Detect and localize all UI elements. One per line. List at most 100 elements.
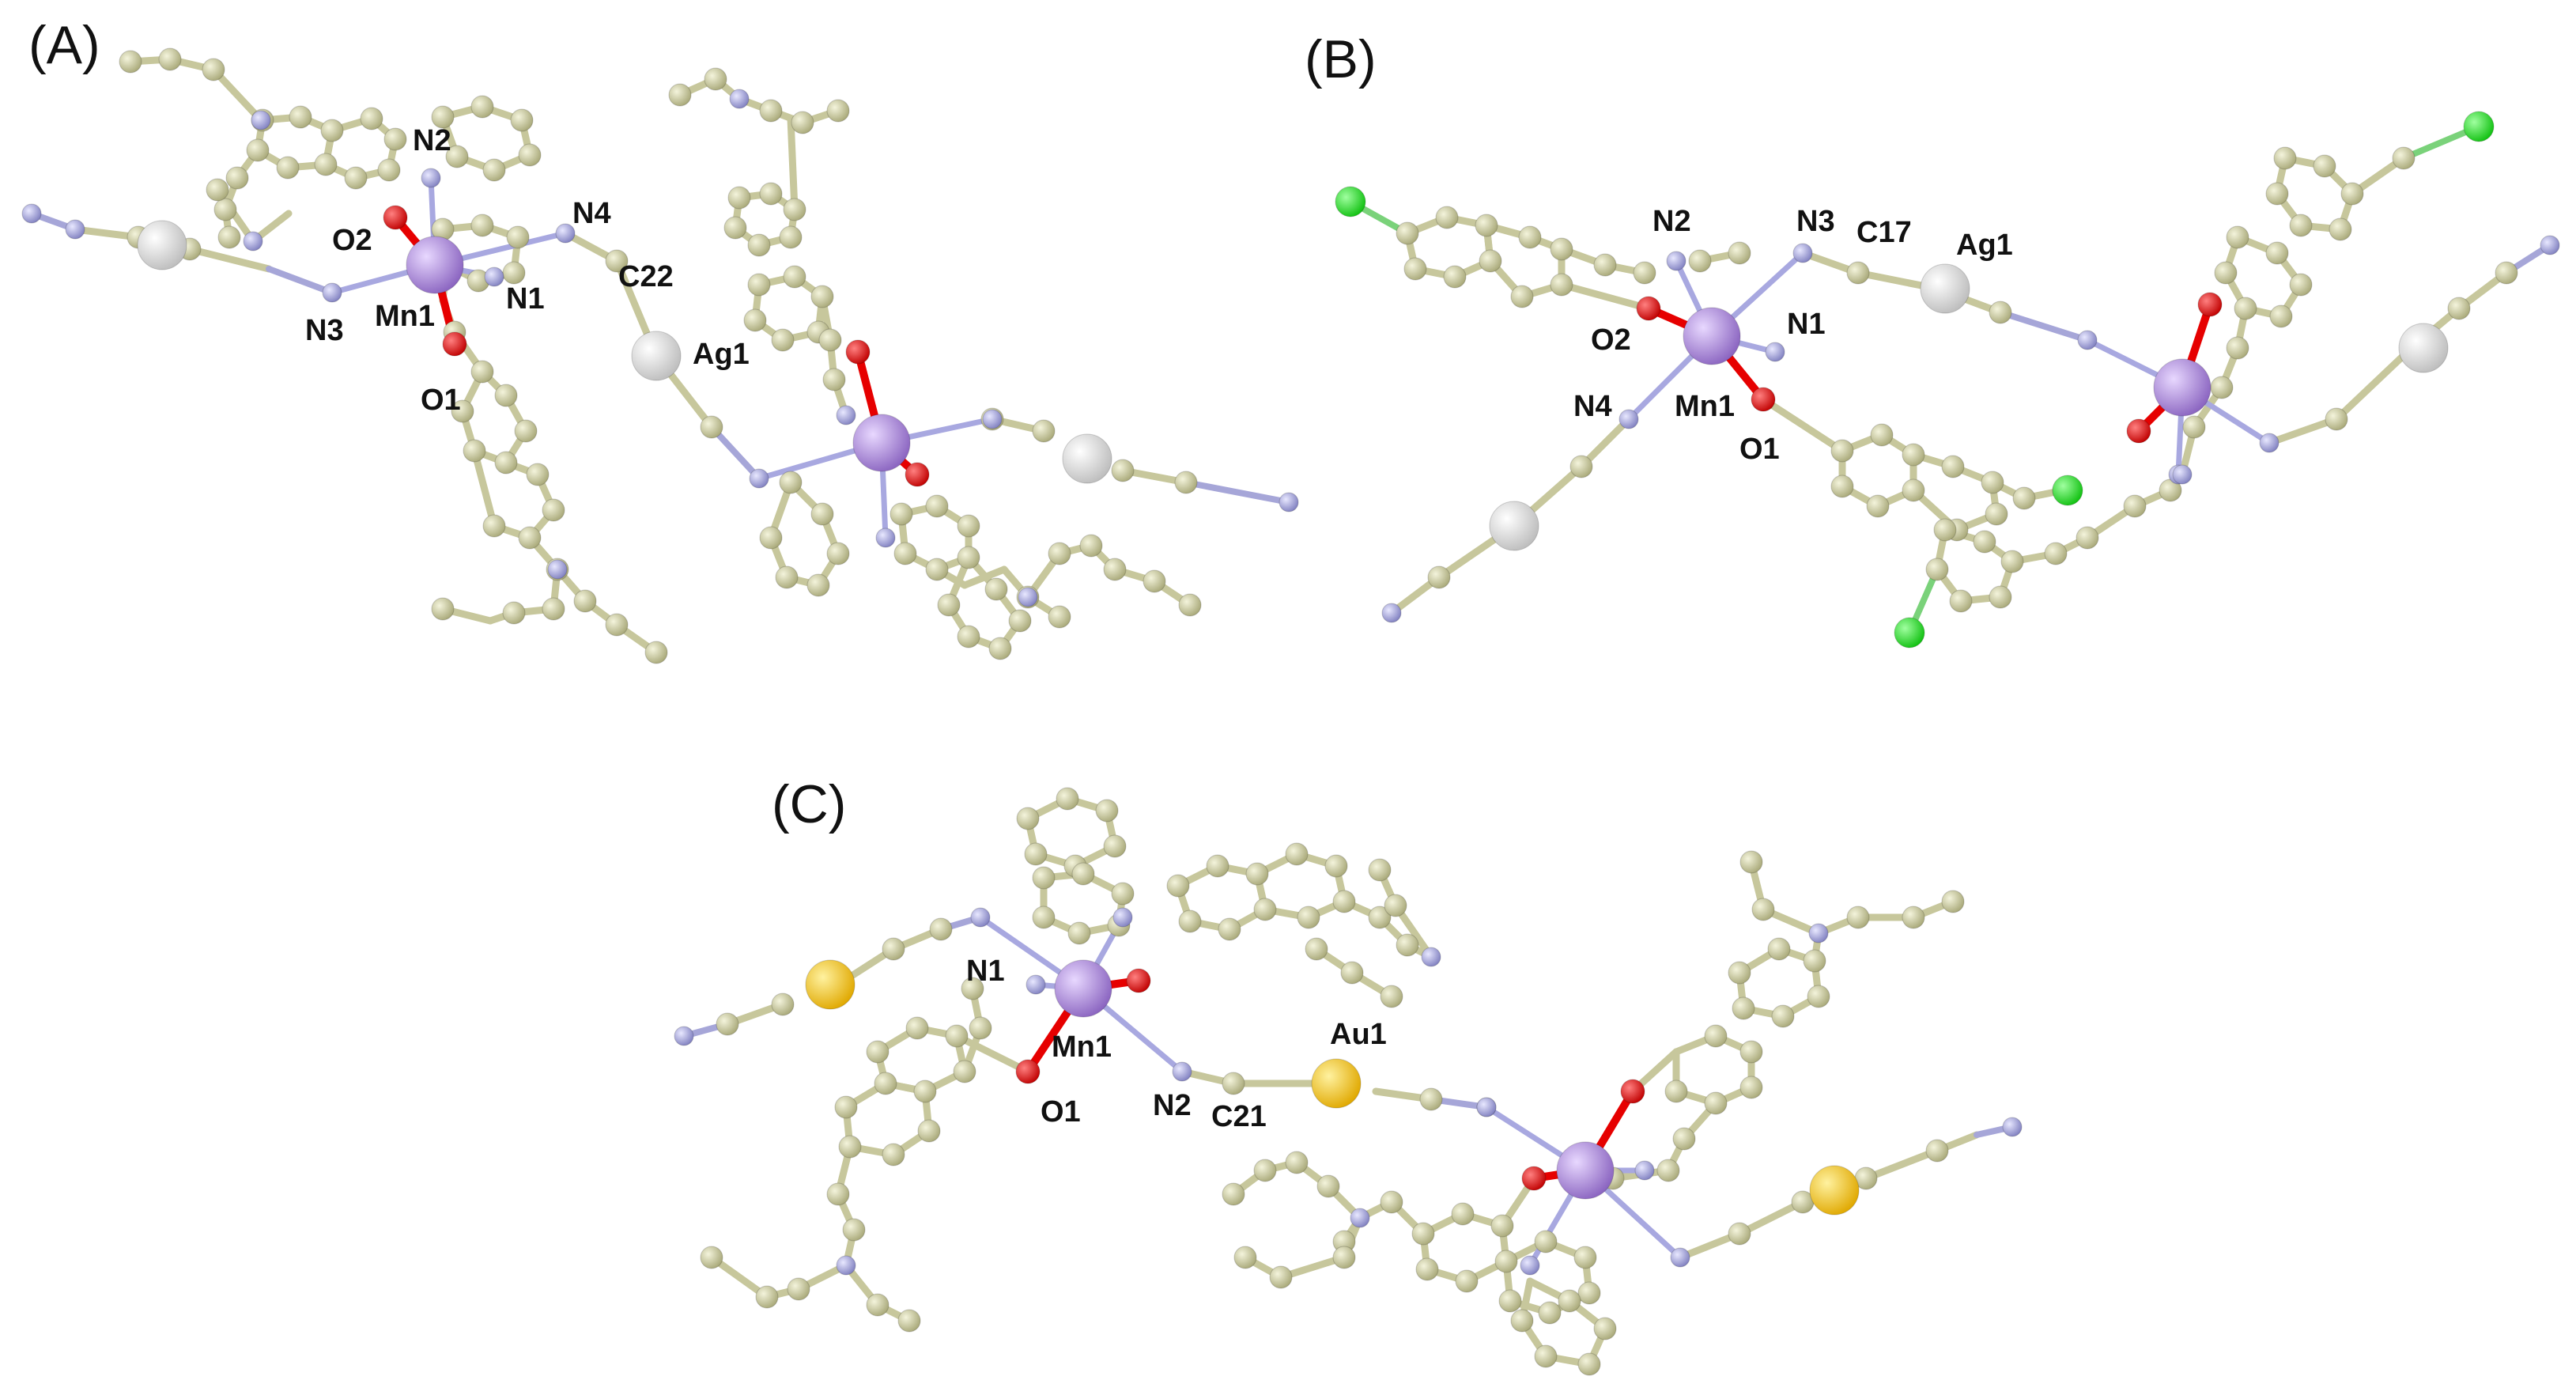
carbon-atom bbox=[1024, 842, 1048, 866]
carbon-atom bbox=[1739, 1040, 1763, 1064]
carbon-atom bbox=[775, 565, 799, 589]
carbon-atom bbox=[822, 368, 846, 391]
carbon-atom bbox=[1739, 850, 1763, 874]
carbon-atom bbox=[1419, 1087, 1443, 1111]
carbon-atom bbox=[1985, 502, 2008, 526]
nitrogen-atom bbox=[1808, 923, 1829, 943]
carbon-atom bbox=[1032, 866, 1056, 890]
panel-a-atoms bbox=[21, 47, 1299, 664]
carbon-atom bbox=[838, 1135, 862, 1159]
carbon-atom bbox=[502, 261, 526, 285]
carbon-atom bbox=[1071, 862, 1095, 886]
carbon-atom bbox=[1941, 890, 1965, 913]
carbon-atom bbox=[925, 558, 949, 581]
carbon-atom bbox=[1380, 1190, 1403, 1214]
oxygen-atom bbox=[1015, 1059, 1041, 1084]
carbon-atom bbox=[890, 502, 913, 526]
panel-b-atoms bbox=[1335, 111, 2560, 648]
carbon-atom bbox=[755, 1285, 779, 1309]
carbon-atom bbox=[1902, 443, 1925, 467]
oxygen-atom bbox=[383, 205, 408, 230]
carbon-atom bbox=[1550, 237, 1573, 261]
carbon-atom bbox=[2340, 182, 2364, 206]
carbon-atom bbox=[1672, 1127, 1696, 1151]
carbon-atom bbox=[1415, 1257, 1439, 1281]
carbon-atom bbox=[2313, 154, 2336, 178]
nitrogen-atom bbox=[421, 168, 441, 188]
carbon-atom bbox=[1973, 530, 1996, 554]
nitrogen-atom bbox=[970, 907, 991, 928]
chlorine-atom bbox=[1894, 617, 1925, 648]
carbon-atom bbox=[463, 439, 486, 463]
carbon-atom bbox=[1095, 799, 1119, 822]
bond bbox=[953, 1032, 1032, 1076]
carbon-atom bbox=[1704, 1091, 1728, 1115]
carbon-atom bbox=[1830, 439, 1854, 463]
carbon-atom bbox=[1222, 1072, 1245, 1095]
carbon-atom bbox=[119, 50, 142, 74]
carbon-atom bbox=[806, 573, 830, 597]
bond bbox=[1997, 309, 2091, 343]
carbon-atom bbox=[1866, 494, 1890, 518]
carbon-atom bbox=[1206, 854, 1229, 878]
carbon-atom bbox=[445, 145, 469, 168]
bond bbox=[266, 266, 335, 296]
carbon-atom bbox=[1233, 1246, 1257, 1269]
carbon-atom bbox=[1807, 985, 1830, 1008]
carbon-atom bbox=[1573, 1246, 1597, 1269]
nitrogen-atom bbox=[1381, 603, 1402, 623]
bond bbox=[708, 424, 762, 482]
oxygen-atom bbox=[905, 462, 930, 487]
nitrogen-atom bbox=[1112, 907, 1133, 928]
carbon-atom bbox=[1316, 1174, 1340, 1198]
carbon-atom bbox=[1593, 253, 1617, 277]
atom-label-o1: O1 bbox=[1739, 433, 1780, 466]
carbon-atom bbox=[1143, 569, 1166, 593]
manganese-atom bbox=[406, 236, 464, 294]
carbon-atom bbox=[1577, 1352, 1601, 1376]
nitrogen-atom bbox=[1018, 587, 1038, 607]
carbon-atom bbox=[1340, 961, 1364, 985]
carbon-atom bbox=[1103, 834, 1127, 858]
panel-a-label: (A) bbox=[28, 15, 100, 75]
atom-label-o1: O1 bbox=[1041, 1095, 1081, 1129]
carbon-atom bbox=[1324, 854, 1348, 878]
nitrogen-atom bbox=[1634, 1160, 1655, 1181]
nitrogen-atom bbox=[1618, 409, 1639, 429]
bond bbox=[1558, 281, 1652, 312]
carbon-atom bbox=[217, 225, 241, 249]
carbon-atom bbox=[383, 127, 407, 151]
carbon-atom bbox=[542, 597, 565, 621]
nitrogen-atom bbox=[1792, 243, 1813, 263]
carbon-atom bbox=[834, 1095, 858, 1119]
carbon-atom bbox=[506, 225, 530, 249]
bond bbox=[186, 245, 273, 273]
atom-label-n1: N1 bbox=[506, 282, 545, 316]
nitrogen-atom bbox=[1279, 492, 1299, 512]
carbon-atom bbox=[510, 108, 534, 132]
nitrogen-atom bbox=[749, 468, 769, 489]
carbon-atom bbox=[866, 1040, 890, 1064]
oxygen-atom bbox=[2197, 292, 2223, 317]
carbon-atom bbox=[1008, 609, 1032, 633]
carbon-atom bbox=[1830, 475, 1854, 498]
carbon-atom bbox=[1166, 874, 1190, 898]
carbon-atom bbox=[1479, 249, 1502, 273]
carbon-atom bbox=[1771, 1004, 1795, 1028]
nitrogen-atom bbox=[1421, 947, 1441, 967]
silver-atom bbox=[631, 331, 682, 381]
carbon-atom bbox=[1368, 858, 1392, 882]
carbon-atom bbox=[929, 917, 953, 941]
carbon-atom bbox=[1174, 471, 1198, 494]
carbon-atom bbox=[1989, 301, 2012, 324]
carbon-atom bbox=[1222, 1182, 1245, 1206]
nitrogen-atom bbox=[1666, 251, 1686, 271]
nitrogen-atom bbox=[982, 409, 1003, 429]
carbon-atom bbox=[573, 589, 597, 613]
carbon-atom bbox=[1902, 906, 1925, 929]
atom-label-ag1: Ag1 bbox=[1956, 229, 2013, 262]
carbon-atom bbox=[759, 182, 783, 206]
nitrogen-atom bbox=[2540, 235, 2560, 255]
carbon-atom bbox=[1494, 1250, 1518, 1273]
carbon-atom bbox=[747, 233, 771, 257]
